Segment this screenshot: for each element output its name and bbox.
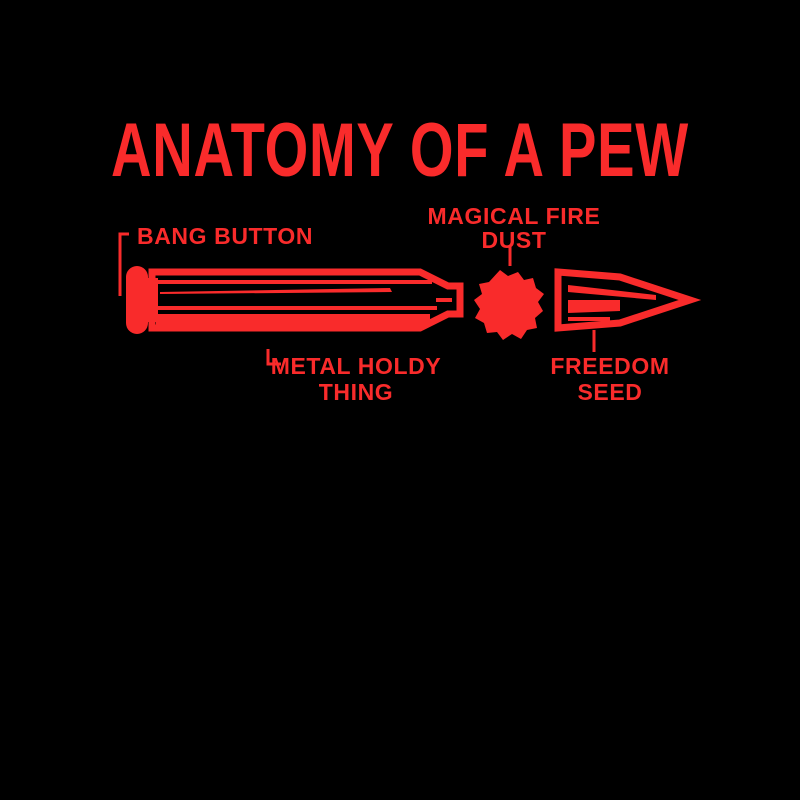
- label-projectile-line-2: SEED: [577, 379, 642, 405]
- case-rim: [126, 266, 148, 334]
- label-case-line-1: METAL HOLDY: [271, 353, 442, 379]
- cartridge-case-group: [126, 266, 464, 334]
- label-primer-line-1: BANG BUTTON: [137, 223, 313, 249]
- label-projectile-line-1: FREEDOM: [550, 353, 669, 379]
- projectile-group: [554, 268, 702, 332]
- label-primer: BANG BUTTON: [137, 223, 313, 249]
- label-case-line-2: THING: [319, 379, 394, 405]
- case-taper-line: [160, 288, 392, 294]
- page-title: ANATOMY OF A PEW: [111, 108, 689, 193]
- label-powder-line-1: MAGICAL FIRE: [428, 203, 601, 229]
- label-powder-line-2: DUST: [481, 227, 546, 253]
- label-powder: MAGICAL FIRE DUST: [428, 203, 601, 253]
- label-projectile: FREEDOM SEED: [550, 353, 669, 405]
- projectile-inner-line-top: [568, 285, 656, 300]
- projectile-outline: [554, 268, 702, 332]
- powder-blob: [474, 270, 544, 340]
- case-body-outline: [148, 268, 464, 332]
- leader-line-case: [266, 349, 281, 366]
- case-solid-band: [156, 314, 430, 326]
- projectile-core-band: [568, 300, 620, 313]
- label-case: METAL HOLDY THING: [271, 353, 442, 405]
- powder-blob-group: [474, 270, 544, 340]
- projectile-inner-line-bottom: [568, 317, 610, 321]
- leader-line-primer: [118, 232, 129, 296]
